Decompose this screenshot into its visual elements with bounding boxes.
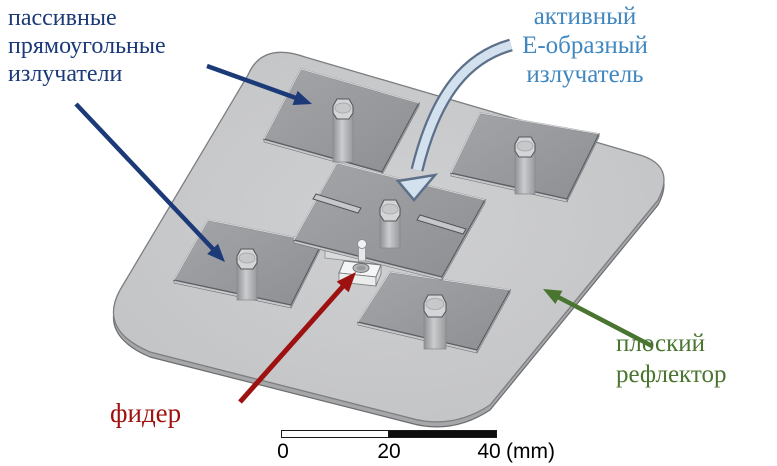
arrow-active-curved [395,38,513,202]
arrow-reflector [543,289,654,348]
label-active-radiator: активный Е-образный излучатель [470,2,700,89]
scale-bar-segment-20-40 [389,431,496,437]
feed-block-side [375,264,382,287]
scale-units: (mm) [506,440,555,463]
support-post [379,199,401,249]
scale-tick-40: 40 [477,440,501,463]
label-line: фидер [110,398,182,428]
passive-patch-right [449,112,601,203]
label-line: излучатели [8,61,123,87]
label-feeder: фидер [110,398,181,429]
scale-tick-20: 20 [377,440,401,463]
label-line: прямоугольные [8,33,166,59]
label-flat-reflector: плоский рефлектор [616,328,726,390]
label-passive-radiators: пассивные прямоугольные излучатели [8,4,166,88]
e-patch-slot-left [312,193,362,214]
scale-bar [281,430,497,438]
passive-patch-top [262,68,421,176]
scale-bar-segment-0-20 [282,431,389,437]
scale-tick-0: 0 [277,440,289,463]
active-e-patch [292,162,487,282]
arrow-passive-left [74,102,225,262]
label-line: Е-образный [522,32,648,59]
feed-pin [357,239,367,262]
passive-patch-left [172,219,324,309]
label-line: рефлектор [616,361,727,388]
arrow-feeder [238,272,356,404]
support-post [423,294,447,350]
support-post [514,136,536,195]
label-line: плоский [616,330,705,357]
label-line: излучатель [526,61,644,88]
label-line: активный [533,3,637,30]
label-line: пассивные [8,5,117,31]
passive-patch-bottom [356,271,512,354]
support-post [332,98,354,163]
support-post [236,248,258,301]
arrow-passive-top [206,63,312,105]
e-patch-slot-right [416,214,467,235]
